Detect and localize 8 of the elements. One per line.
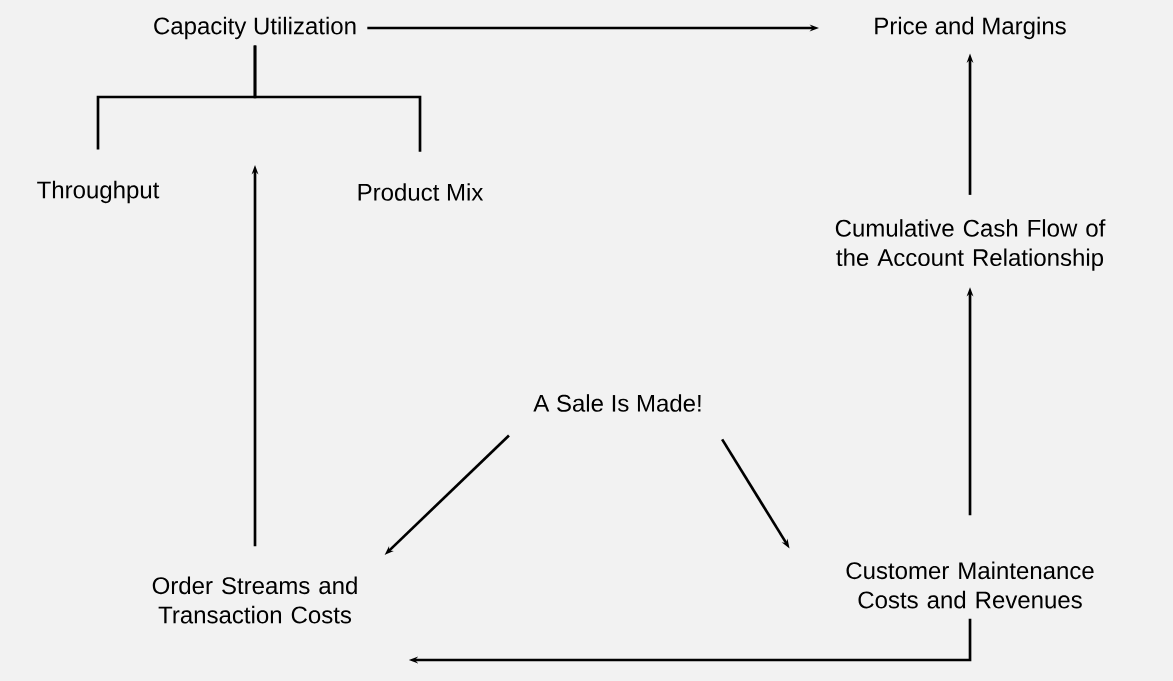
- node-label: Cumulative Cash Flow of the Account Relationship: [835, 219, 1106, 271]
- node-label: Product Mix: [358, 183, 484, 201]
- node-label: Order Streams and Transaction Costs: [152, 576, 357, 624]
- node-label: Price and Margins: [875, 16, 1066, 40]
- node-label: Throughput: [37, 180, 160, 204]
- node-label: A Sale Is Made!: [533, 394, 701, 412]
- node-label: Customer Maintenance Costs and Revenues: [846, 561, 1094, 609]
- node-label: Capacity Utilization: [154, 16, 356, 40]
